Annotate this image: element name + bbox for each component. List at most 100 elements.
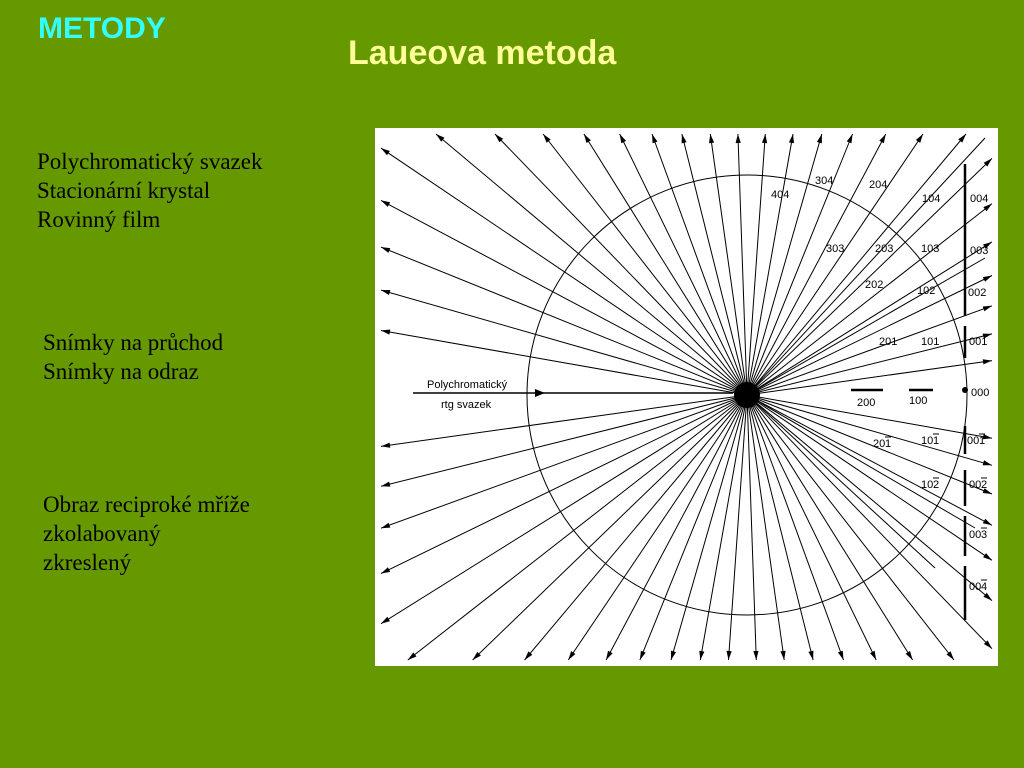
overline-digit: 3 <box>981 529 987 541</box>
diffracted-ray <box>746 394 993 439</box>
ray-arrow-icon <box>905 651 913 660</box>
reflection-label: 104 <box>922 193 940 205</box>
ray-arrow-icon <box>381 481 391 487</box>
slide-title: Laueova metoda <box>348 34 617 72</box>
diffracted-ray <box>380 289 748 396</box>
diffracted-ray <box>746 360 993 396</box>
ray-arrow-icon <box>983 158 992 167</box>
reflection-label: 201 <box>879 336 897 348</box>
ray-arrow-icon <box>780 650 786 660</box>
overline-digit: 1 <box>885 438 891 450</box>
diffracted-ray <box>746 241 993 396</box>
reciprocal-item: zkreslený <box>43 550 132 575</box>
ray-arrow-icon <box>982 488 992 494</box>
ray-arrow-icon <box>982 434 992 440</box>
ray-arrow-icon <box>472 651 481 660</box>
ray-arrow-icon <box>788 134 794 144</box>
section-label: METODY <box>38 12 166 45</box>
diffracted-ray <box>380 246 748 396</box>
diffracted-ray <box>746 275 993 396</box>
ray-arrow-icon <box>568 651 576 660</box>
ray-arrow-icon <box>436 134 445 142</box>
overline-digit: 2 <box>933 479 939 491</box>
exposure-list: Snímky na průchod Snímky na odraz <box>43 328 223 386</box>
diffracted-ray <box>746 158 993 396</box>
reciprocal-item: zkolabovaný <box>43 521 161 546</box>
diffracted-ray <box>380 394 748 574</box>
origin-dot <box>962 387 968 393</box>
ray-arrow-icon <box>495 134 504 143</box>
construction-lines <box>746 137 986 569</box>
diffracted-ray <box>746 394 993 650</box>
overline-digits: 1 1 1 2 2 3 4 <box>885 433 987 593</box>
reflection-label: 00 <box>969 479 981 491</box>
reflection-label: 102 <box>917 285 935 297</box>
ray-arrow-icon <box>381 200 391 207</box>
ray-arrow-icon <box>619 134 626 144</box>
reflection-label: 000 <box>971 387 989 399</box>
ray-arrow-icon <box>381 522 391 529</box>
crystal-dot <box>734 382 760 408</box>
reflection-label: 004 <box>970 193 988 205</box>
condition-item: Polychromatický svazek <box>37 149 263 174</box>
diffracted-rays <box>380 133 993 661</box>
ray-arrow-icon <box>381 616 390 624</box>
diffracted-ray <box>380 394 748 447</box>
ray-arrow-icon <box>709 134 715 144</box>
diffracted-ray <box>746 394 955 661</box>
reciprocal-lattice-notes: Obraz reciproké mříže zkolabovaný zkresl… <box>43 490 250 577</box>
diffracted-ray <box>746 394 993 601</box>
diffracted-ray <box>746 133 967 396</box>
reflection-label: 100 <box>909 395 927 407</box>
ray-arrow-icon <box>983 640 992 649</box>
ray-arrow-icon <box>982 305 992 312</box>
ray-arrow-icon <box>699 650 705 660</box>
ray-arrow-icon <box>870 650 877 660</box>
ray-arrow-icon <box>816 134 822 144</box>
ray-arrow-icon <box>652 134 658 144</box>
ray-arrow-icon <box>808 650 814 660</box>
diffracted-ray <box>619 133 748 396</box>
reflection-label: 10 <box>921 479 933 491</box>
diffracted-ray <box>746 394 844 661</box>
condition-item: Rovinný film <box>37 207 161 232</box>
ray-arrow-icon <box>983 553 992 561</box>
diffracted-ray <box>746 133 794 396</box>
diffracted-ray <box>746 394 785 661</box>
ray-arrow-icon <box>846 134 853 144</box>
diffracted-ray <box>494 133 748 396</box>
reciprocal-heading: Obraz reciproké mříže <box>43 492 250 517</box>
reciprocal-marks <box>851 164 968 620</box>
laue-diagram: Polychromatický rtg svazek 404 304 204 1… <box>375 128 998 666</box>
diffracted-ray <box>380 394 748 487</box>
construction-line <box>746 394 976 529</box>
diffracted-ray <box>472 394 748 661</box>
overline-digit: 1 <box>933 435 939 447</box>
diffracted-ray <box>746 394 993 466</box>
reflection-label: 00 <box>969 581 981 593</box>
diffracted-ray <box>737 133 748 396</box>
overline-digit: 2 <box>981 479 987 491</box>
ray-arrow-icon <box>982 518 992 526</box>
diffracted-ray <box>380 394 748 529</box>
reflection-labels: 404 304 204 104 004 303 203 103 003 202 … <box>771 175 989 593</box>
reflection-label: 00 <box>969 529 981 541</box>
ray-arrow-icon <box>946 651 954 660</box>
diffracted-ray <box>746 394 814 661</box>
diffracted-ray <box>746 333 993 396</box>
ray-arrow-icon <box>982 460 992 466</box>
ray-arrow-icon <box>879 134 886 144</box>
beam-arrow-icon <box>535 389 545 397</box>
diffracted-ray <box>380 199 748 396</box>
reflection-label: 002 <box>968 287 986 299</box>
ray-arrow-icon <box>982 333 992 339</box>
diffracted-ray <box>746 394 877 661</box>
beam-label: Polychromatický <box>427 379 508 391</box>
diffracted-ray <box>681 133 748 396</box>
ray-arrow-icon <box>671 650 676 660</box>
ray-arrow-icon <box>381 442 391 448</box>
ray-arrow-icon <box>407 652 417 660</box>
ray-arrow-icon <box>982 275 992 282</box>
ray-arrow-icon <box>762 134 768 144</box>
ray-arrow-icon <box>524 651 533 660</box>
